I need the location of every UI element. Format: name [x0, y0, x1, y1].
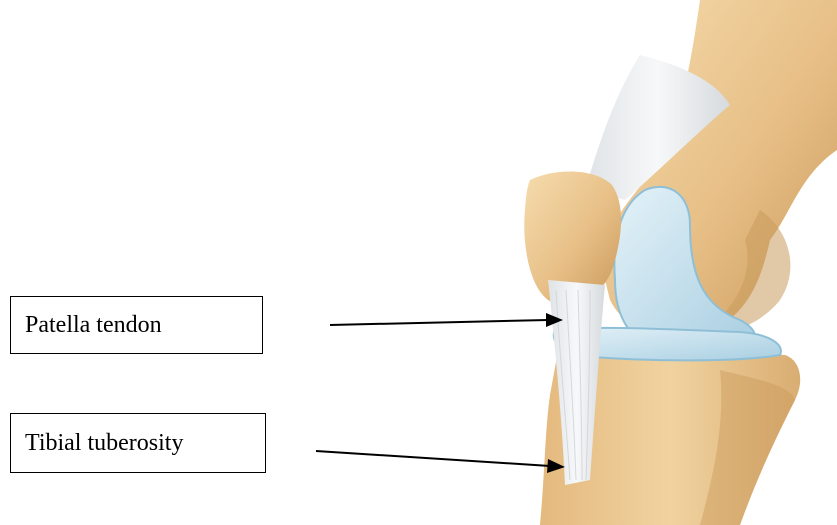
- label-patella-tendon-text: Patella tendon: [25, 313, 162, 337]
- label-tibial-tuberosity: Tibial tuberosity: [10, 413, 266, 473]
- label-patella-tendon: Patella tendon: [10, 296, 263, 354]
- arrow-tibial-tuberosity: [316, 451, 565, 473]
- arrow-patella-tendon: [330, 313, 563, 327]
- label-tibial-tuberosity-text: Tibial tuberosity: [25, 431, 183, 455]
